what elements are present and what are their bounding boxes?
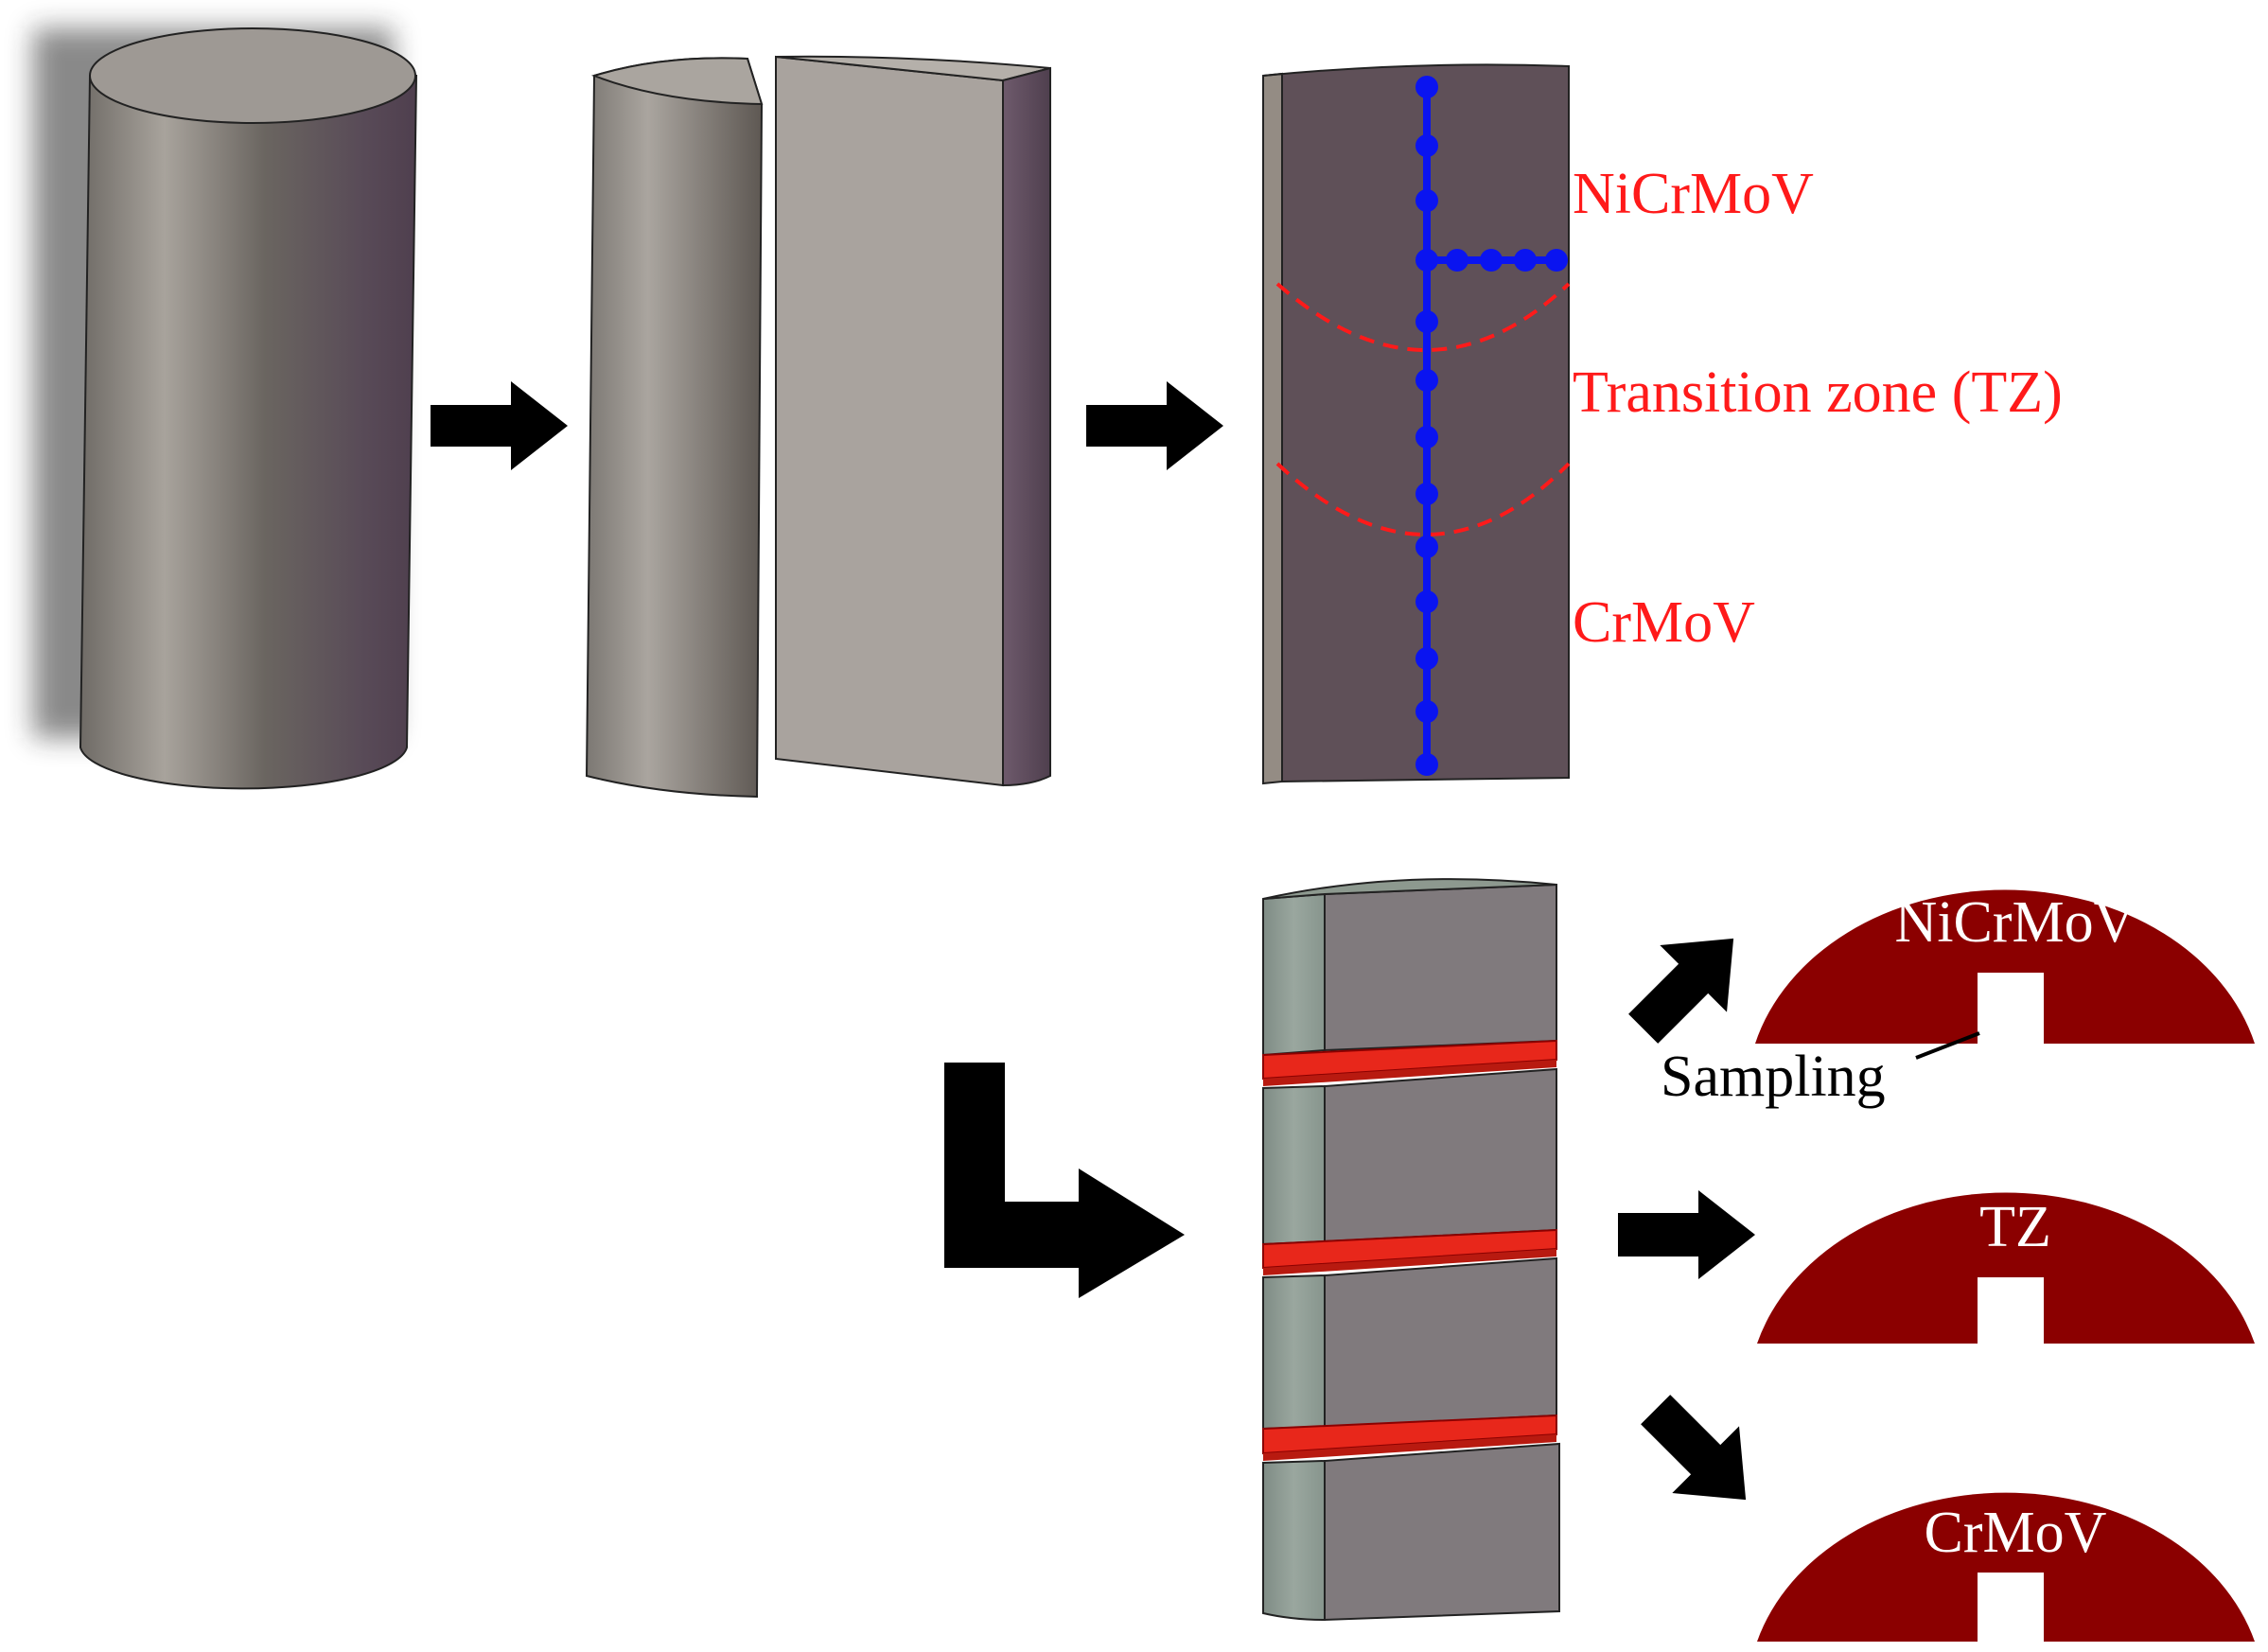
arrow-right-icon [1618,1190,1755,1279]
arrow-down-right-icon [1641,1395,1747,1501]
measured-slab [1262,63,1571,785]
specimen-nicrmov: NiCrMoV [1755,889,2255,1045]
specimen-label-crmov: CrMoV [1925,1501,2107,1565]
cylinder-billet [33,27,418,790]
sampling-leader-line [1915,1031,1980,1060]
specimen-label-nicrmov: NiCrMoV [1895,890,2136,955]
specimen-tz: TZ [1757,1192,2255,1345]
specimen-label-tz: TZ [1979,1195,2051,1259]
arrow-down-right-icon [944,1063,1185,1298]
label-sampling: Sampling [1661,1045,1886,1109]
arrow-up-right-icon [1628,938,1734,1044]
arrow-right-icon [1086,381,1223,470]
label-crmov: CrMoV [1573,590,1755,655]
label-nicrmov: NiCrMoV [1573,162,1814,226]
specimen-crmov: CrMoV [1757,1492,2255,1644]
cut-cylinder [585,55,1051,799]
label-transition-zone: Transition zone (TZ) [1573,360,2063,425]
sectioned-bar [1262,878,1560,1622]
arrow-right-icon [431,381,568,470]
